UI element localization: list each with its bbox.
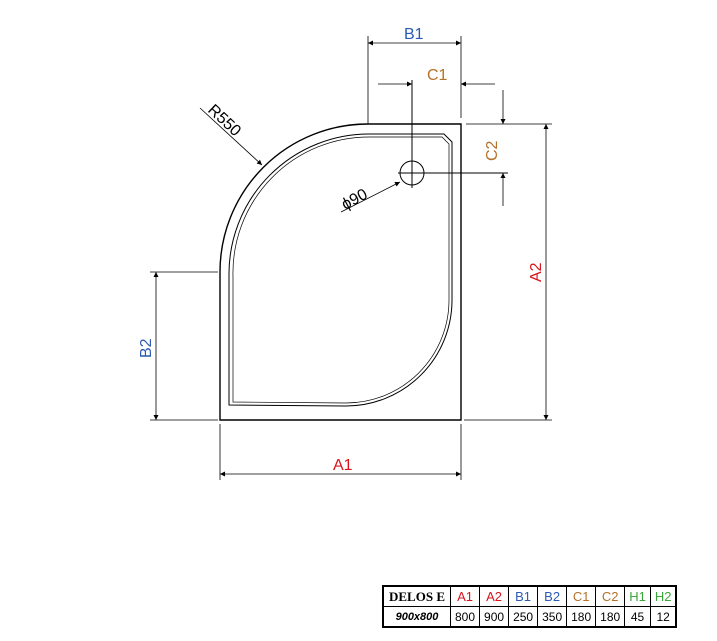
model-name: DELOS E xyxy=(382,585,451,607)
value-c1: 180 xyxy=(566,606,597,628)
label-radius: R550 xyxy=(204,101,244,140)
header-c2: C2 xyxy=(595,585,626,607)
label-a2: A2 xyxy=(528,262,545,282)
label-c1: C1 xyxy=(427,67,448,84)
dimension-lines xyxy=(150,36,552,480)
label-b1: B1 xyxy=(404,26,424,43)
header-c1: C1 xyxy=(566,585,597,607)
label-drain-diameter: ϕ90 xyxy=(339,186,371,214)
drain-icon xyxy=(398,80,508,188)
label-c2: C2 xyxy=(484,140,501,161)
label-b2: B2 xyxy=(138,338,155,358)
model-size: 900x800 xyxy=(382,606,451,628)
header-h2: H2 xyxy=(649,585,677,607)
value-b1: 250 xyxy=(508,606,539,628)
value-c2: 180 xyxy=(595,606,626,628)
header-a2: A2 xyxy=(479,585,510,607)
header-b2: B2 xyxy=(537,585,568,607)
value-b2: 350 xyxy=(537,606,568,628)
header-b1: B1 xyxy=(508,585,539,607)
value-a1: 800 xyxy=(449,606,481,628)
value-h1: 45 xyxy=(624,606,651,628)
label-a1: A1 xyxy=(333,457,353,474)
header-h1: H1 xyxy=(624,585,651,607)
value-h2: 12 xyxy=(649,606,677,628)
header-a1: A1 xyxy=(449,585,481,607)
spec-table: DELOS E A1 A2 B1 B2 C1 C2 H1 H2 900x800 … xyxy=(382,585,678,628)
spec-header-row: DELOS E A1 A2 B1 B2 C1 C2 H1 H2 xyxy=(382,585,677,607)
spec-value-row: 900x800 800 900 250 350 180 180 45 12 xyxy=(382,606,677,628)
value-a2: 900 xyxy=(479,606,510,628)
tray-outline xyxy=(219,123,462,421)
